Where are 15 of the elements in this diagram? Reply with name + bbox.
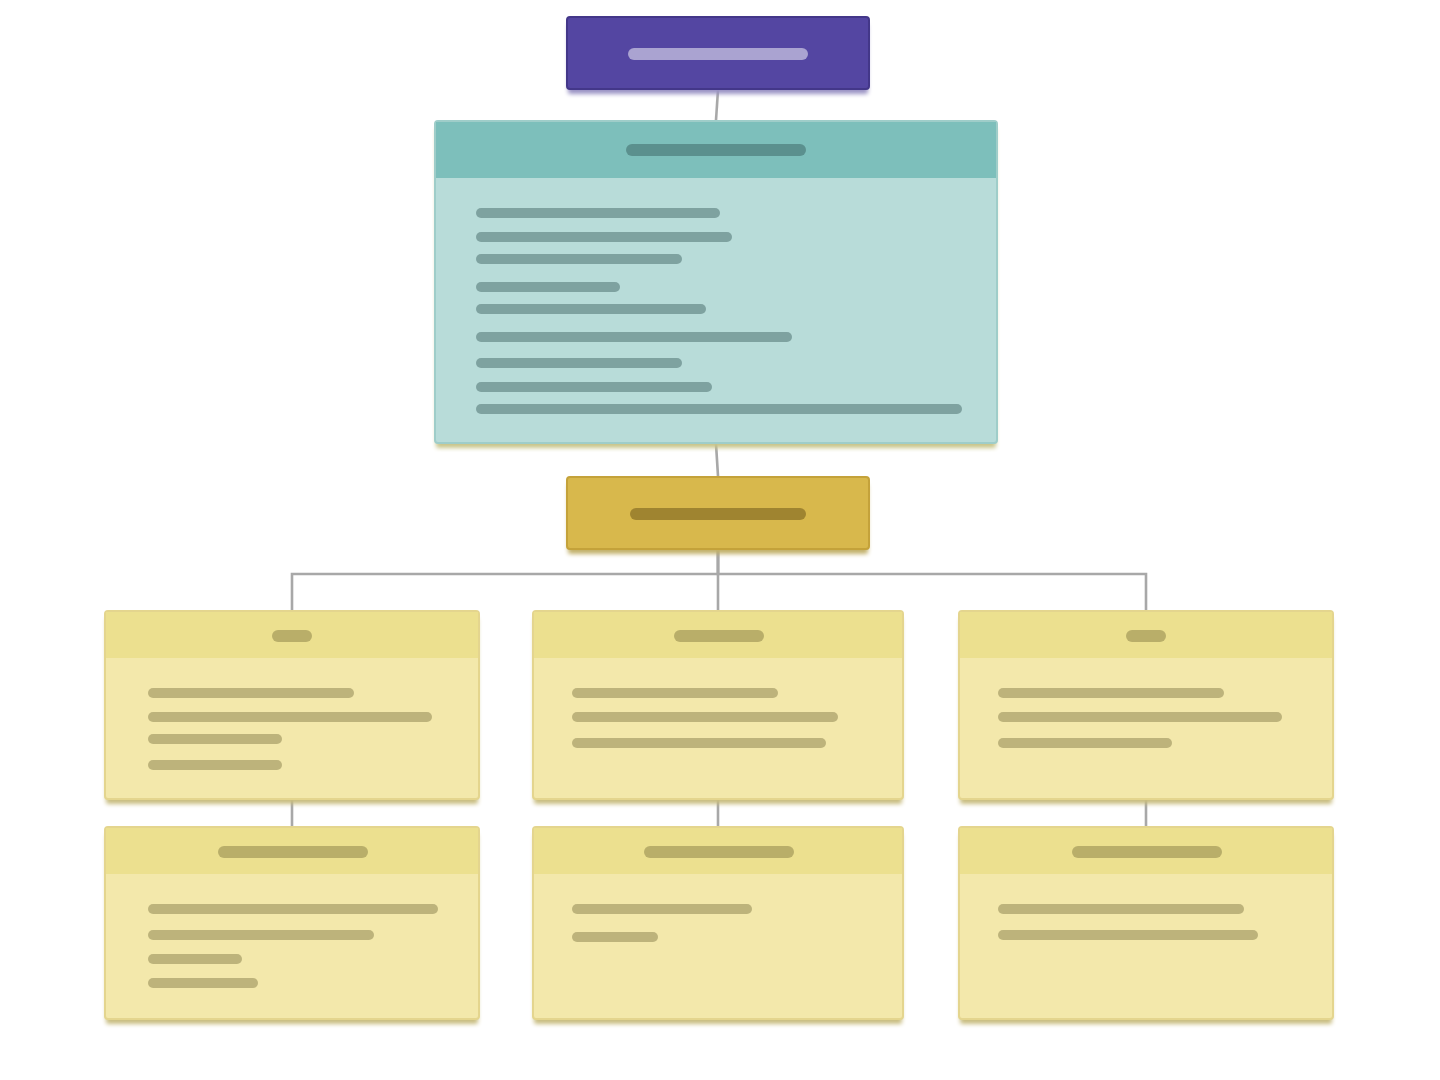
info-card <box>958 826 1334 1020</box>
connector-line <box>716 550 1148 610</box>
info-card <box>532 610 904 800</box>
info-card <box>958 610 1334 800</box>
info-card <box>104 826 480 1020</box>
connector-line <box>714 443 720 477</box>
connector-line <box>290 800 294 826</box>
info-card <box>434 120 998 444</box>
connector-line <box>1144 800 1148 826</box>
info-card <box>532 826 904 1020</box>
connector-line <box>714 89 720 121</box>
title-box <box>566 16 870 90</box>
connector-line <box>716 800 720 826</box>
info-card <box>104 610 480 800</box>
category-box <box>566 476 870 550</box>
